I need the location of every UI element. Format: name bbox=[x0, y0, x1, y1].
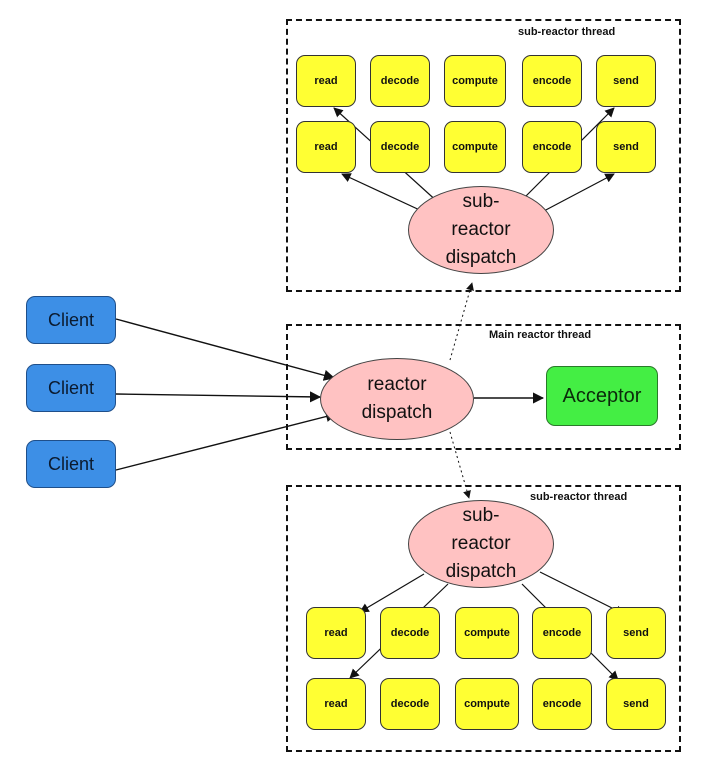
bottom-sub-dispatch-line2: reactor bbox=[451, 533, 511, 554]
bottom-compute-box-1: compute bbox=[455, 607, 519, 659]
top-encode-box-2: encode bbox=[522, 121, 582, 173]
reactor-dispatch: reactor dispatch bbox=[320, 358, 474, 440]
top-dispatch-to-send2-arrow bbox=[541, 173, 615, 213]
bottom-encode-box-1: encode bbox=[532, 607, 592, 659]
bottom-dispatch-to-read1-arrow bbox=[359, 573, 425, 613]
reactor-to-top-subreactor-arrow bbox=[449, 282, 474, 361]
top-compute-box-2: compute bbox=[444, 121, 506, 173]
bottom-sub-dispatch-line3: dispatch bbox=[445, 561, 517, 582]
acceptor-box: Acceptor bbox=[546, 366, 658, 426]
top-send-box-1: send bbox=[596, 55, 656, 107]
client-box-2: Client bbox=[26, 364, 116, 412]
top-sub-reactor-title: sub-reactor thread bbox=[518, 26, 616, 38]
top-encode-box-1: encode bbox=[522, 55, 582, 107]
reactor-dispatch-line2: dispatch bbox=[361, 402, 433, 423]
top-decode-box-1: decode bbox=[370, 55, 430, 107]
top-sub-dispatch-line1: sub- bbox=[462, 191, 500, 212]
top-decode-box-2: decode bbox=[370, 121, 430, 173]
top-read-box-1: read bbox=[296, 55, 356, 107]
bottom-sub-reactor-title: sub-reactor thread bbox=[530, 491, 628, 503]
bottom-send-box-1: send bbox=[606, 607, 666, 659]
bottom-send-box-2: send bbox=[606, 678, 666, 730]
top-dispatch-to-read2-arrow bbox=[341, 173, 425, 213]
bottom-read-box-1: read bbox=[306, 607, 366, 659]
bottom-decode-box-1: decode bbox=[380, 607, 440, 659]
reactor-to-bottom-subreactor-arrow bbox=[449, 431, 471, 499]
main-reactor-title: Main reactor thread bbox=[489, 329, 592, 341]
client3-to-reactor-arrow bbox=[115, 411, 338, 471]
bottom-compute-box-2: compute bbox=[455, 678, 519, 730]
bottom-read-box-2: read bbox=[306, 678, 366, 730]
top-compute-box-1: compute bbox=[444, 55, 506, 107]
client1-to-reactor-arrow bbox=[115, 318, 336, 381]
client-box-3: Client bbox=[26, 440, 116, 488]
top-send-box-2: send bbox=[596, 121, 656, 173]
main-reactor-frame bbox=[286, 324, 681, 450]
reactor-dispatch-line1: reactor bbox=[367, 374, 427, 395]
top-sub-reactor-frame bbox=[286, 19, 681, 292]
top-read-box-2: read bbox=[296, 121, 356, 173]
top-sub-reactor-dispatch: sub- reactor dispatch bbox=[408, 186, 554, 274]
bottom-encode-box-2: encode bbox=[532, 678, 592, 730]
bottom-sub-dispatch-line1: sub- bbox=[462, 505, 500, 526]
bottom-decode-box-2: decode bbox=[380, 678, 440, 730]
top-sub-dispatch-line3: dispatch bbox=[445, 247, 517, 268]
client-box-1: Client bbox=[26, 296, 116, 344]
bottom-sub-reactor-dispatch: sub- reactor dispatch bbox=[408, 500, 554, 588]
bottom-sub-reactor-frame bbox=[286, 485, 681, 752]
top-sub-dispatch-line2: reactor bbox=[451, 219, 511, 240]
